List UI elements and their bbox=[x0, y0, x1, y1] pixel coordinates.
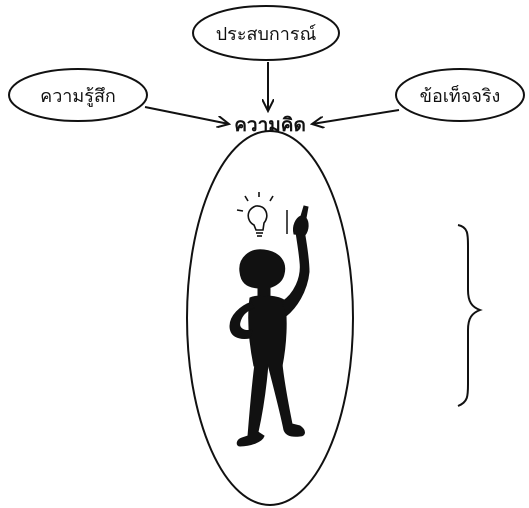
fact-node: ข้อเท็จจริง bbox=[396, 69, 524, 121]
feeling-node: ความรู้สึก bbox=[9, 69, 147, 121]
thought-label: ความคิด bbox=[234, 114, 306, 136]
fact-label: ข้อเท็จจริง bbox=[420, 84, 501, 107]
lightbulb-icon bbox=[237, 192, 273, 236]
experience-label: ประสบการณ์ bbox=[216, 24, 317, 45]
curly-brace-icon bbox=[458, 225, 480, 406]
feeling-label: ความรู้สึก bbox=[40, 86, 116, 107]
arrow-feeling-to-thought bbox=[145, 107, 229, 124]
arrow-fact-to-thought bbox=[312, 110, 399, 124]
experience-node: ประสบการณ์ bbox=[193, 6, 339, 60]
thinking-person-icon bbox=[230, 192, 309, 446]
